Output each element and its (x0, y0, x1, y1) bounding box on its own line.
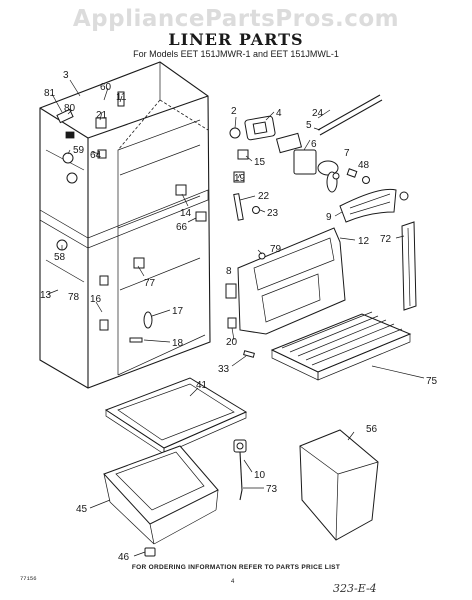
callout-8: 8 (226, 266, 232, 277)
callout-58: 58 (54, 252, 66, 263)
callout-33: 33 (218, 364, 230, 375)
callout-66: 66 (176, 222, 188, 233)
callout-77: 77 (144, 278, 156, 289)
callout-4: 4 (276, 108, 282, 119)
callout-46: 46 (118, 552, 130, 563)
callout-14: 14 (180, 208, 192, 219)
callout-6: 6 (311, 139, 317, 150)
handwritten-note: 323-E-4 (333, 582, 377, 595)
callout-2: 2 (231, 106, 237, 117)
callout-64: 64 (90, 150, 102, 161)
crisper-drawer (103, 445, 219, 545)
callout-5: 5 (306, 120, 312, 131)
callout-19: 19 (234, 173, 246, 184)
callout-11: 11 (116, 92, 127, 103)
callout-60: 60 (100, 82, 112, 93)
callout-80: 80 (64, 103, 76, 114)
door-bin (299, 429, 379, 541)
callout-22: 22 (258, 191, 270, 202)
callout-73: 73 (266, 484, 278, 495)
callout-21: 21 (96, 110, 108, 121)
callout-3: 3 (63, 70, 69, 81)
callout-17: 17 (172, 306, 184, 317)
callout-labels: 3 81 80 60 11 21 59 64 2 4 24 5 6 7 48 1… (40, 70, 438, 563)
callout-78: 78 (68, 292, 80, 303)
liner-cabinet (39, 61, 211, 389)
callout-81: 81 (44, 88, 56, 99)
callout-79: 79 (270, 244, 282, 255)
callout-13: 13 (40, 290, 52, 301)
callout-72: 72 (380, 234, 392, 245)
callout-15: 15 (254, 157, 266, 168)
callout-9: 9 (326, 212, 332, 223)
callout-20: 20 (226, 337, 238, 348)
callout-56: 56 (366, 424, 378, 435)
callout-16: 16 (90, 294, 102, 305)
ordering-note: FOR ORDERING INFORMATION REFER TO PARTS … (131, 564, 341, 571)
crisper-cover (104, 377, 248, 455)
site-watermark: AppliancePartsPros.com (72, 6, 400, 32)
callout-24: 24 (312, 108, 324, 119)
diagram-title: LINER PARTS (168, 30, 304, 49)
callout-23: 23 (267, 208, 279, 219)
diagram-code: 77156 (20, 575, 37, 582)
callout-41: 41 (196, 380, 208, 391)
callout-10: 10 (254, 470, 266, 481)
callout-7: 7 (344, 148, 350, 159)
callout-48: 48 (358, 160, 370, 171)
wire-shelf (270, 311, 412, 381)
model-numbers: For Models EET 151JMWR-1 and EET 151JMWL… (133, 49, 339, 59)
callout-75: 75 (426, 376, 438, 387)
callout-12: 12 (358, 236, 370, 247)
leader-lines (47, 79, 425, 557)
callout-45: 45 (76, 504, 88, 515)
callout-18: 18 (172, 338, 184, 349)
callout-59: 59 (73, 145, 85, 156)
page-mark: 4 (231, 579, 235, 585)
